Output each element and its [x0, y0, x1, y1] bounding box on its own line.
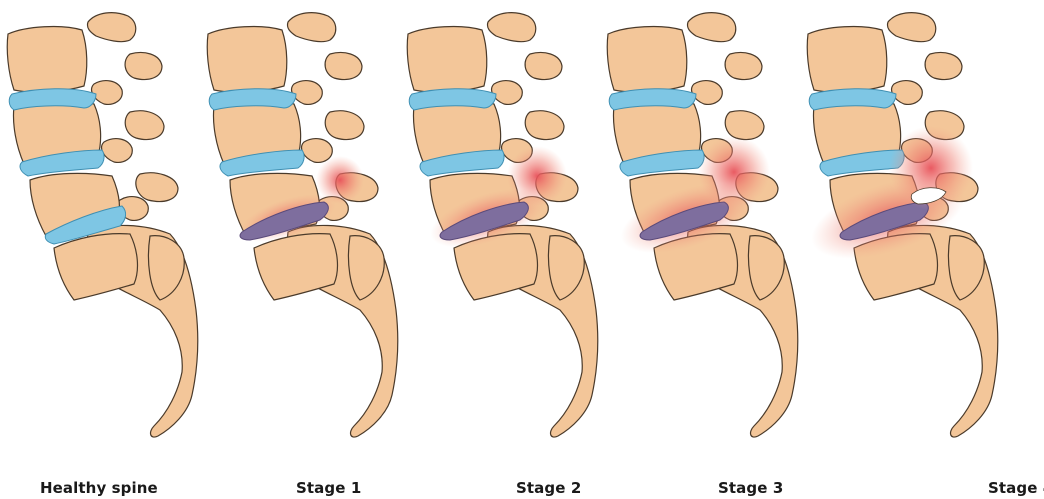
spine-panel-2 — [407, 13, 598, 437]
facet-inflammation — [316, 156, 364, 204]
panel-label-1: Stage 1 — [296, 479, 361, 497]
facet-inflammation — [698, 136, 770, 208]
spine-panel-3 — [607, 13, 798, 437]
panel-label-4: Stage 4 — [988, 479, 1044, 497]
facet-inflammation — [507, 146, 567, 206]
panel-label-3: Stage 3 — [718, 479, 783, 497]
spine-panel-4 — [801, 13, 997, 437]
panel-label-2: Stage 2 — [516, 479, 581, 497]
panel-label-0: Healthy spine — [40, 479, 158, 497]
spine-panel-1 — [207, 13, 398, 437]
spine-panel-0 — [7, 13, 198, 437]
